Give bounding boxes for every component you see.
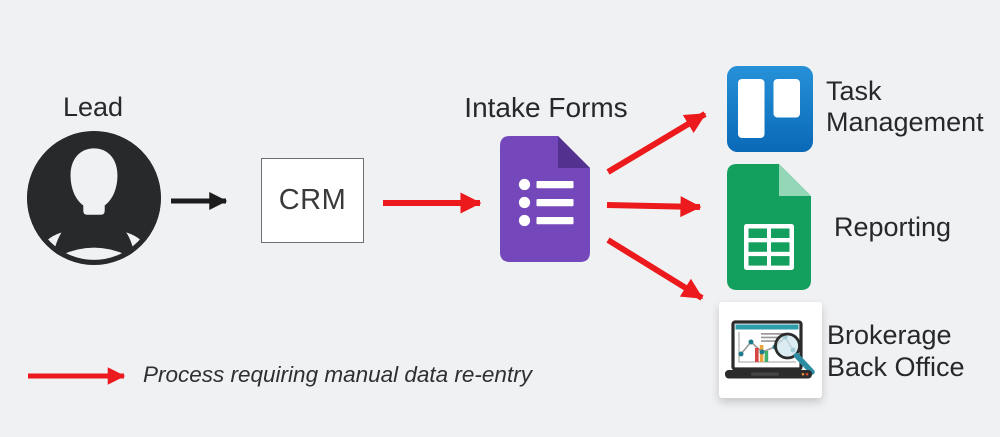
- arrow-intake-forms-to-brokerage: [606, 237, 704, 301]
- legend-text: Process requiring manual data re-entry: [143, 362, 532, 387]
- brokerage-label-line1: Brokerage: [827, 320, 952, 350]
- brokerage-label-line2: Back Office: [827, 352, 965, 382]
- laptop-tile: [719, 302, 822, 398]
- arrow-intake-forms-to-reporting: [606, 196, 702, 218]
- brokerage-back-office-label: Brokerage Back Office: [827, 319, 965, 383]
- task-management-label: Task Management: [826, 76, 984, 138]
- task-management-label-line2: Management: [826, 107, 984, 137]
- trello-icon: [727, 66, 813, 152]
- laptop-analytics-icon: [725, 320, 815, 379]
- intake-forms-label: Intake Forms: [464, 92, 628, 123]
- google-sheets-icon: [727, 164, 811, 290]
- crm-label: CRM: [278, 184, 347, 216]
- crm-box: CRM: [261, 158, 364, 243]
- task-management-label-line1: Task: [826, 76, 882, 106]
- person-avatar-icon: [27, 131, 161, 265]
- google-forms-icon: [500, 136, 590, 262]
- lead-label: Lead: [62, 92, 124, 122]
- reporting-label: Reporting: [834, 212, 952, 242]
